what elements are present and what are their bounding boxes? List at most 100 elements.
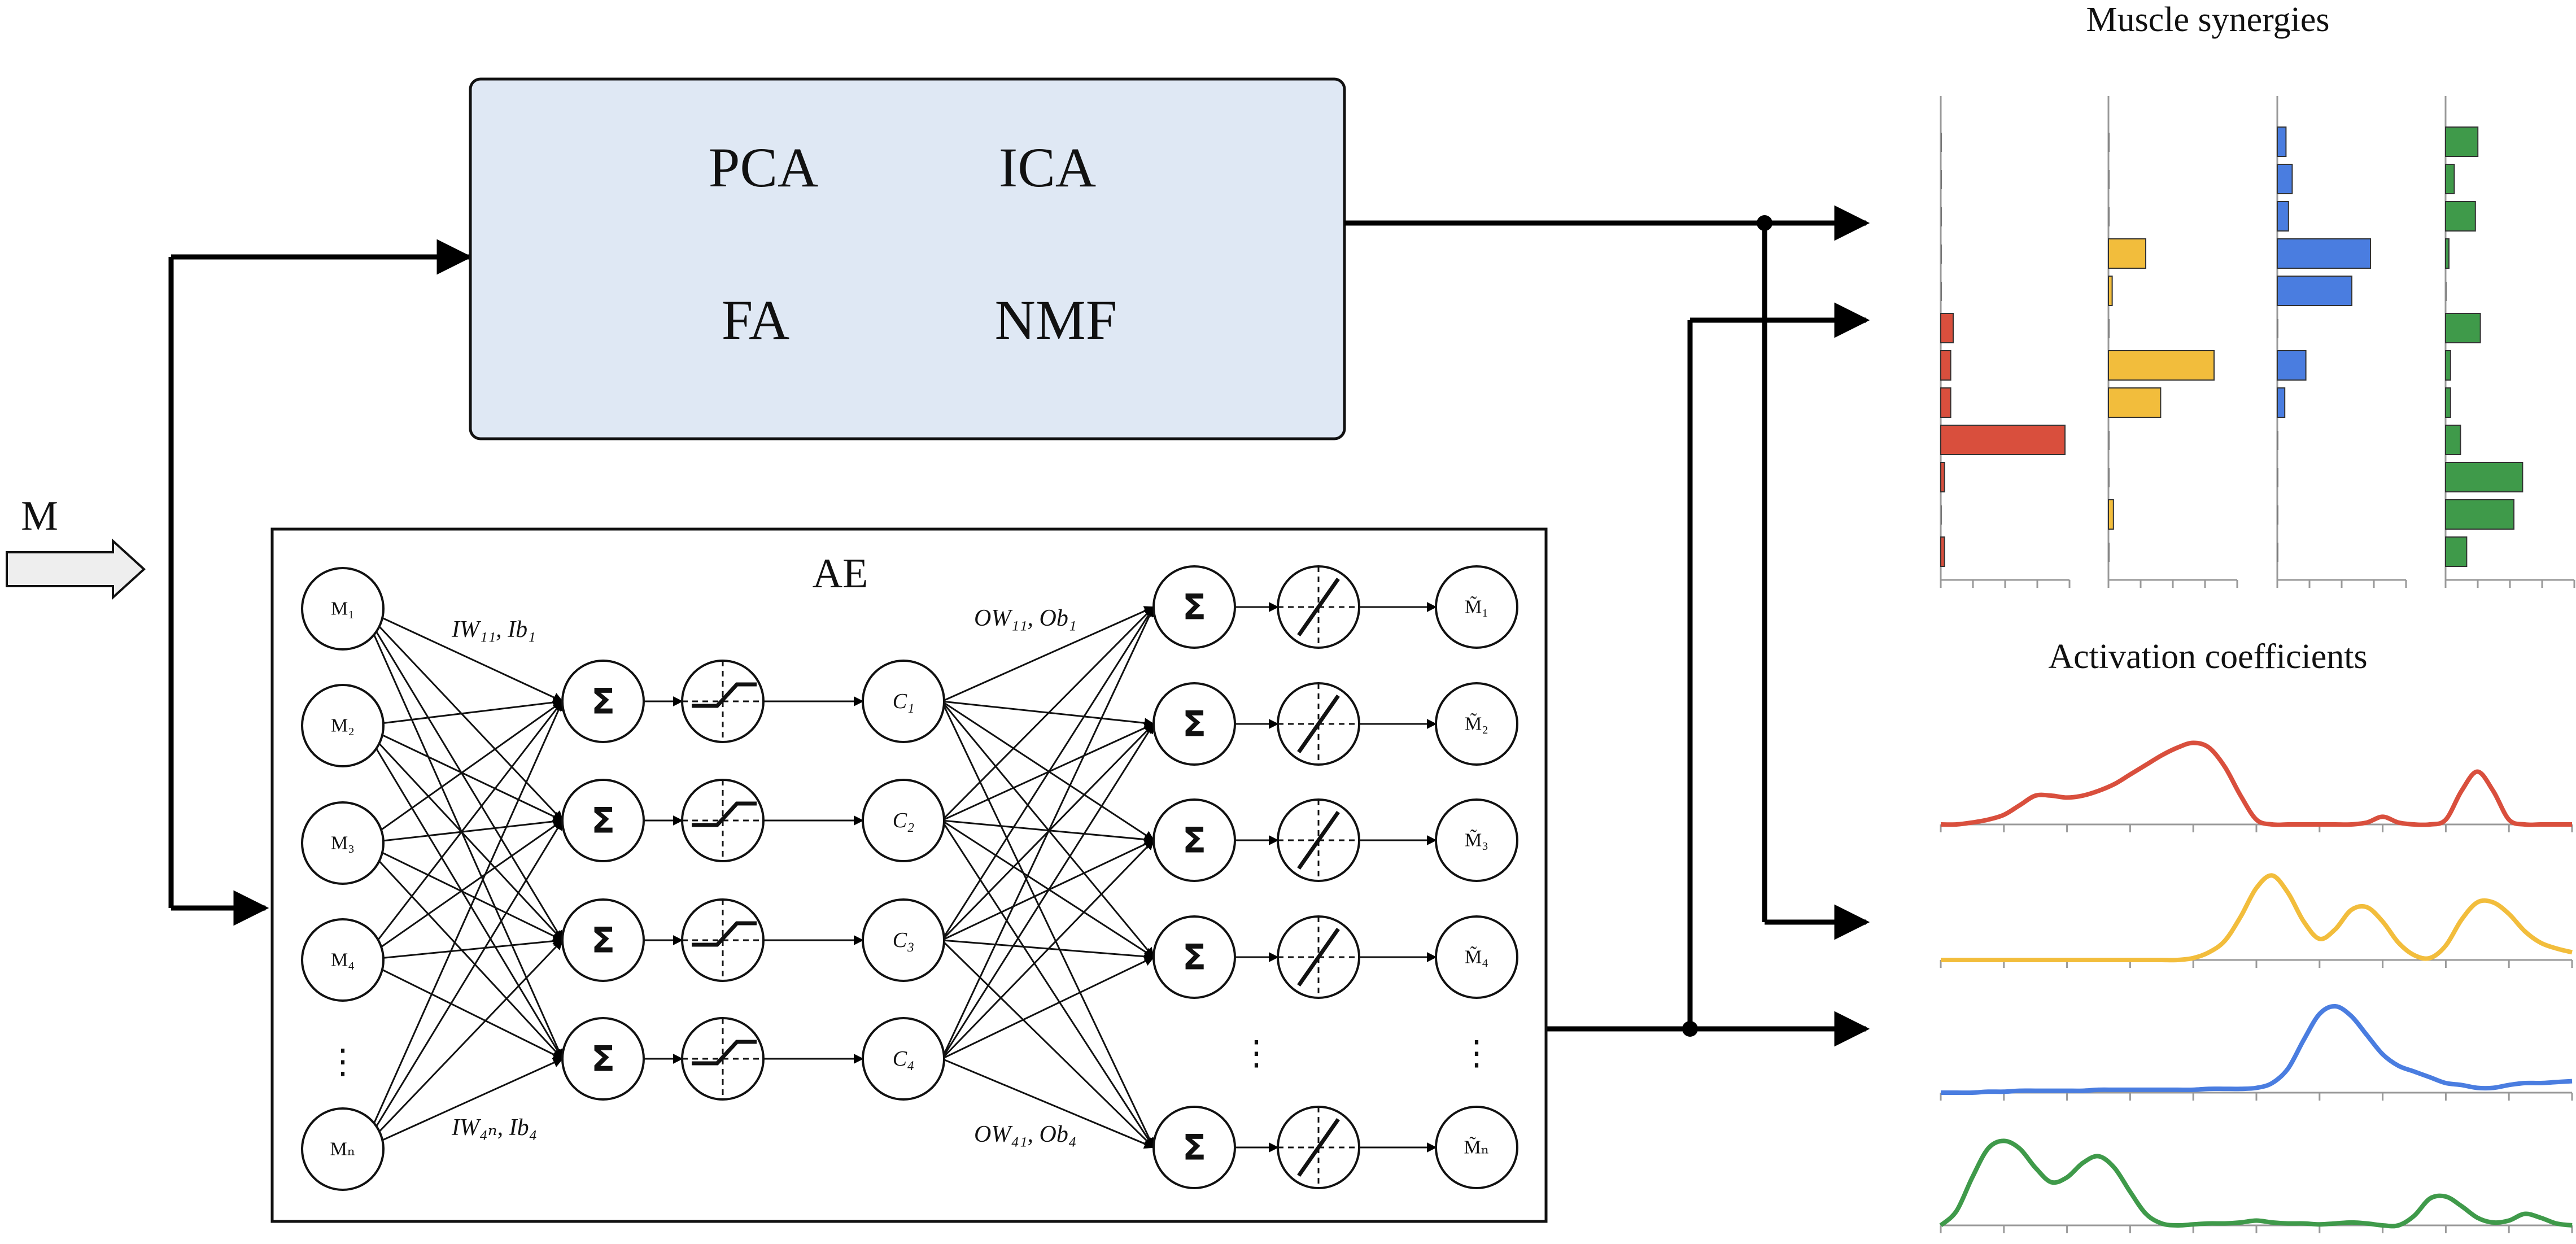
hidden-sum-symbol: Σ <box>591 800 615 841</box>
method-nmf: NMF <box>995 289 1117 351</box>
output-weight-edge <box>941 1058 1155 1149</box>
output-sum-symbol: Σ <box>1182 937 1206 978</box>
input-weight-edge <box>361 700 564 961</box>
synergy-bar <box>2277 276 2352 306</box>
output-weight-edge <box>941 819 1155 958</box>
input-weight-edge <box>362 936 564 961</box>
output-node-label: M̃₄ <box>1465 946 1488 968</box>
activation-curve <box>1940 873 2573 963</box>
muscle-synergies-title: Muscle synergies <box>2086 1 2329 39</box>
output-routing-lines <box>1344 205 1870 1047</box>
activation-curve-plots <box>1939 740 2573 1233</box>
synergy-bar <box>2108 276 2113 306</box>
activation-coefficients-panel: Activation coefficients <box>1939 638 2573 1233</box>
synergy-bar <box>2445 164 2455 194</box>
input-weight-edge <box>361 939 564 1150</box>
synergy-bar <box>2445 238 2450 269</box>
output-label-ellipsis: ⋮ <box>1460 1035 1494 1072</box>
activation-curve <box>1941 1003 2573 1095</box>
output-weight-edge <box>941 606 1155 941</box>
output-sum-symbol: Σ <box>1182 704 1206 745</box>
output-weight-edge <box>941 606 1155 822</box>
code-node-label: C₃ <box>893 928 915 952</box>
junction-dot-bottom <box>1682 1021 1698 1037</box>
input-weight-edge <box>361 724 564 941</box>
method-pca: PCA <box>709 136 819 199</box>
synergy-bar <box>2445 462 2523 492</box>
output-weight-edge <box>941 956 1155 1060</box>
hidden-sum-symbol: Σ <box>591 681 615 722</box>
input-weight-edge <box>362 697 564 727</box>
linear-curve <box>1297 1118 1340 1177</box>
satlin-curve <box>692 1040 757 1066</box>
output-weight-edge <box>941 700 1155 841</box>
hidden-sum-symbol: Σ <box>591 920 615 961</box>
input-weight-edge <box>361 700 564 1150</box>
synergy-bar <box>2277 238 2371 269</box>
synergy-bar <box>2277 387 2286 418</box>
output-weight-edge <box>941 606 1155 702</box>
methods-box-background <box>469 77 1346 440</box>
activation-coefficients-title: Activation coefficients <box>2048 638 2367 676</box>
output-sum-symbol: Σ <box>1182 1127 1206 1168</box>
method-fa: FA <box>722 289 789 351</box>
code-node <box>862 898 945 982</box>
input-arrow <box>6 538 146 600</box>
satlin-curve <box>692 921 757 947</box>
weight-label-input-bottom: IW₄ₙ, Ib₄ <box>451 1115 537 1141</box>
code-node <box>862 779 945 862</box>
synergy-bar <box>2445 126 2479 157</box>
input-node <box>301 918 385 1002</box>
input-node-label: M₄ <box>331 950 355 971</box>
linear-curve <box>1297 927 1340 987</box>
code-node <box>862 660 945 743</box>
synergy-bar <box>2277 164 2293 194</box>
synergy-bar <box>2108 387 2162 418</box>
synergy-bar <box>2277 350 2307 381</box>
output-node <box>1435 1106 1518 1189</box>
output-node <box>1435 682 1518 766</box>
satlin-curve <box>692 682 757 708</box>
muscle-synergies-panel: Muscle synergies <box>1940 1 2575 588</box>
junction-dot-top <box>1757 215 1772 231</box>
input-weight-edge <box>361 608 564 941</box>
code-node-label: C₁ <box>893 689 915 713</box>
synergy-bar <box>1940 462 1945 492</box>
output-weight-edge <box>941 606 1155 1059</box>
ae-connections <box>361 606 1155 1150</box>
synergy-bar <box>2445 387 2451 418</box>
input-block: M <box>6 493 146 600</box>
method-ica: ICA <box>999 136 1096 199</box>
synergy-bar <box>1940 536 1945 567</box>
input-weight-edge <box>362 959 564 1060</box>
output-weight-edge <box>941 939 1155 1149</box>
input-weight-edge <box>361 608 564 822</box>
weight-label-output-top: OW₁₁, Ob₁ <box>974 605 1076 631</box>
input-node-label: M₁ <box>331 599 355 619</box>
input-node-label: Mₙ <box>330 1139 356 1160</box>
input-weight-edge <box>362 700 564 844</box>
output-node-label: M̃₁ <box>1465 596 1488 618</box>
synergy-bar <box>2445 499 2514 530</box>
synergy-bar <box>1940 350 1951 381</box>
satlin-curve <box>692 801 757 827</box>
output-ellipsis: ⋮ <box>1239 1035 1273 1072</box>
autoencoder-frame <box>270 527 1548 1223</box>
autoencoder-title: AE <box>813 551 868 597</box>
output-weight-edge <box>941 723 1155 1059</box>
output-node-label: M̃₂ <box>1465 713 1488 735</box>
input-weight-edge <box>361 819 564 1150</box>
output-node <box>1435 915 1518 999</box>
synergy-bar <box>2277 201 2289 232</box>
input-node-label: M₃ <box>331 833 355 854</box>
input-label: M <box>21 493 58 539</box>
activation-curve <box>1939 1138 2573 1229</box>
output-weight-edge <box>941 819 1155 845</box>
weight-label-output-bottom: OW₄₁, Ob₄ <box>974 1121 1076 1147</box>
output-weight-edge <box>941 820 1155 1149</box>
linear-curve <box>1297 810 1340 870</box>
input-node-label: M₂ <box>331 715 355 736</box>
output-node-label: M̃₃ <box>1465 829 1488 851</box>
